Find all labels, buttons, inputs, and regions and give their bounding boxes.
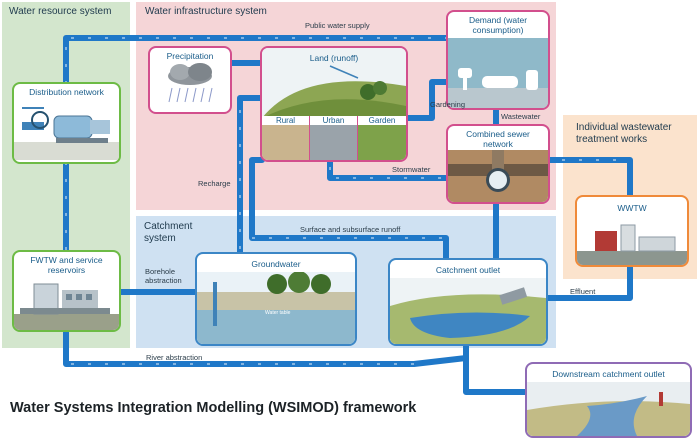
catchment-outlet-label: Catchment outlet bbox=[435, 265, 501, 275]
wastewater-label: Wastewater bbox=[501, 112, 541, 121]
distribution-network-node[interactable]: Distribution network bbox=[12, 82, 121, 164]
borehole-label: Borehole abstraction bbox=[145, 267, 182, 285]
wwtw-node[interactable]: WWTW bbox=[575, 195, 689, 267]
gardening-pipe bbox=[402, 79, 450, 121]
precipitation-label: Precipitation bbox=[166, 51, 214, 61]
garden-label: Garden bbox=[358, 116, 406, 125]
wwtw-label: WWTW bbox=[617, 203, 647, 213]
fwtw-label: FWTW and service reservoirs bbox=[30, 255, 103, 275]
downstream-outlet-node[interactable]: Downstream catchment outlet bbox=[525, 362, 692, 438]
combined-sewer-label: Combined sewer network bbox=[466, 129, 530, 149]
groundwater-label: Groundwater bbox=[251, 259, 301, 269]
sewer-to-wwtw-pipe bbox=[542, 157, 633, 198]
distribution-network-label: Distribution network bbox=[29, 87, 104, 97]
garden-panel[interactable]: Garden bbox=[358, 116, 406, 160]
demand-label: Demand (water consumption) bbox=[468, 15, 528, 35]
precipitation-node[interactable]: Precipitation bbox=[148, 46, 232, 114]
catchment-title: Catchment system bbox=[144, 221, 193, 244]
groundwater-node[interactable]: Groundwater Water table bbox=[195, 252, 357, 346]
recharge-label: Recharge bbox=[198, 179, 231, 188]
rain-cloud-icon bbox=[168, 63, 213, 103]
surface-runoff-pipe bbox=[249, 157, 449, 261]
urban-label: Urban bbox=[310, 116, 357, 125]
water-resource-title: Water resource system bbox=[9, 6, 112, 17]
effluent-pipe bbox=[542, 259, 633, 301]
river-abstraction-label: River abstraction bbox=[146, 353, 203, 362]
aquifer-icon bbox=[197, 272, 355, 344]
public-water-supply-label: Public water supply bbox=[305, 21, 370, 30]
public-water-supply-pipe bbox=[63, 35, 453, 87]
hillside-icon bbox=[262, 48, 406, 118]
demand-node[interactable]: Demand (water consumption) bbox=[446, 10, 550, 110]
land-subpanels: Rural Urban Garden bbox=[262, 116, 406, 160]
land-node[interactable]: Land (runoff) Rural Urban Garden bbox=[260, 46, 408, 162]
rural-label: Rural bbox=[262, 116, 309, 125]
downstream-outlet-label: Downstream catchment outlet bbox=[552, 369, 665, 379]
sewer-pipe-icon bbox=[448, 150, 548, 202]
stormwater-label: Stormwater bbox=[392, 165, 431, 174]
treatment-works-icon bbox=[14, 283, 119, 330]
downstream-pipe bbox=[463, 339, 528, 395]
bathroom-icon bbox=[448, 38, 548, 108]
river-outlet-icon bbox=[390, 278, 546, 344]
wastewater-plant-icon bbox=[577, 224, 687, 265]
land-label: Land (runoff) bbox=[309, 53, 359, 63]
water-table-label: Water table bbox=[265, 310, 291, 316]
urban-panel[interactable]: Urban bbox=[310, 116, 358, 160]
pump-icon bbox=[14, 107, 119, 160]
combined-sewer-node[interactable]: Combined sewer network bbox=[446, 124, 550, 204]
gardening-label: Gardening bbox=[430, 100, 466, 109]
infrastructure-title: Water infrastructure system bbox=[145, 6, 267, 17]
estuary-icon bbox=[527, 382, 690, 436]
individual-wwtw-title: Individual wastewater treatment works bbox=[576, 122, 672, 145]
effluent-label: Effluent bbox=[570, 287, 596, 296]
recharge-pipe bbox=[237, 95, 265, 255]
fwtw-node[interactable]: FWTW and service reservoirs bbox=[12, 250, 121, 332]
catchment-outlet-node[interactable]: Catchment outlet bbox=[388, 258, 548, 346]
framework-title: Water Systems Integration Modelling (WSI… bbox=[10, 400, 417, 416]
rural-panel[interactable]: Rural bbox=[262, 116, 310, 160]
surface-runoff-label: Surface and subsurface runoff bbox=[300, 225, 401, 234]
